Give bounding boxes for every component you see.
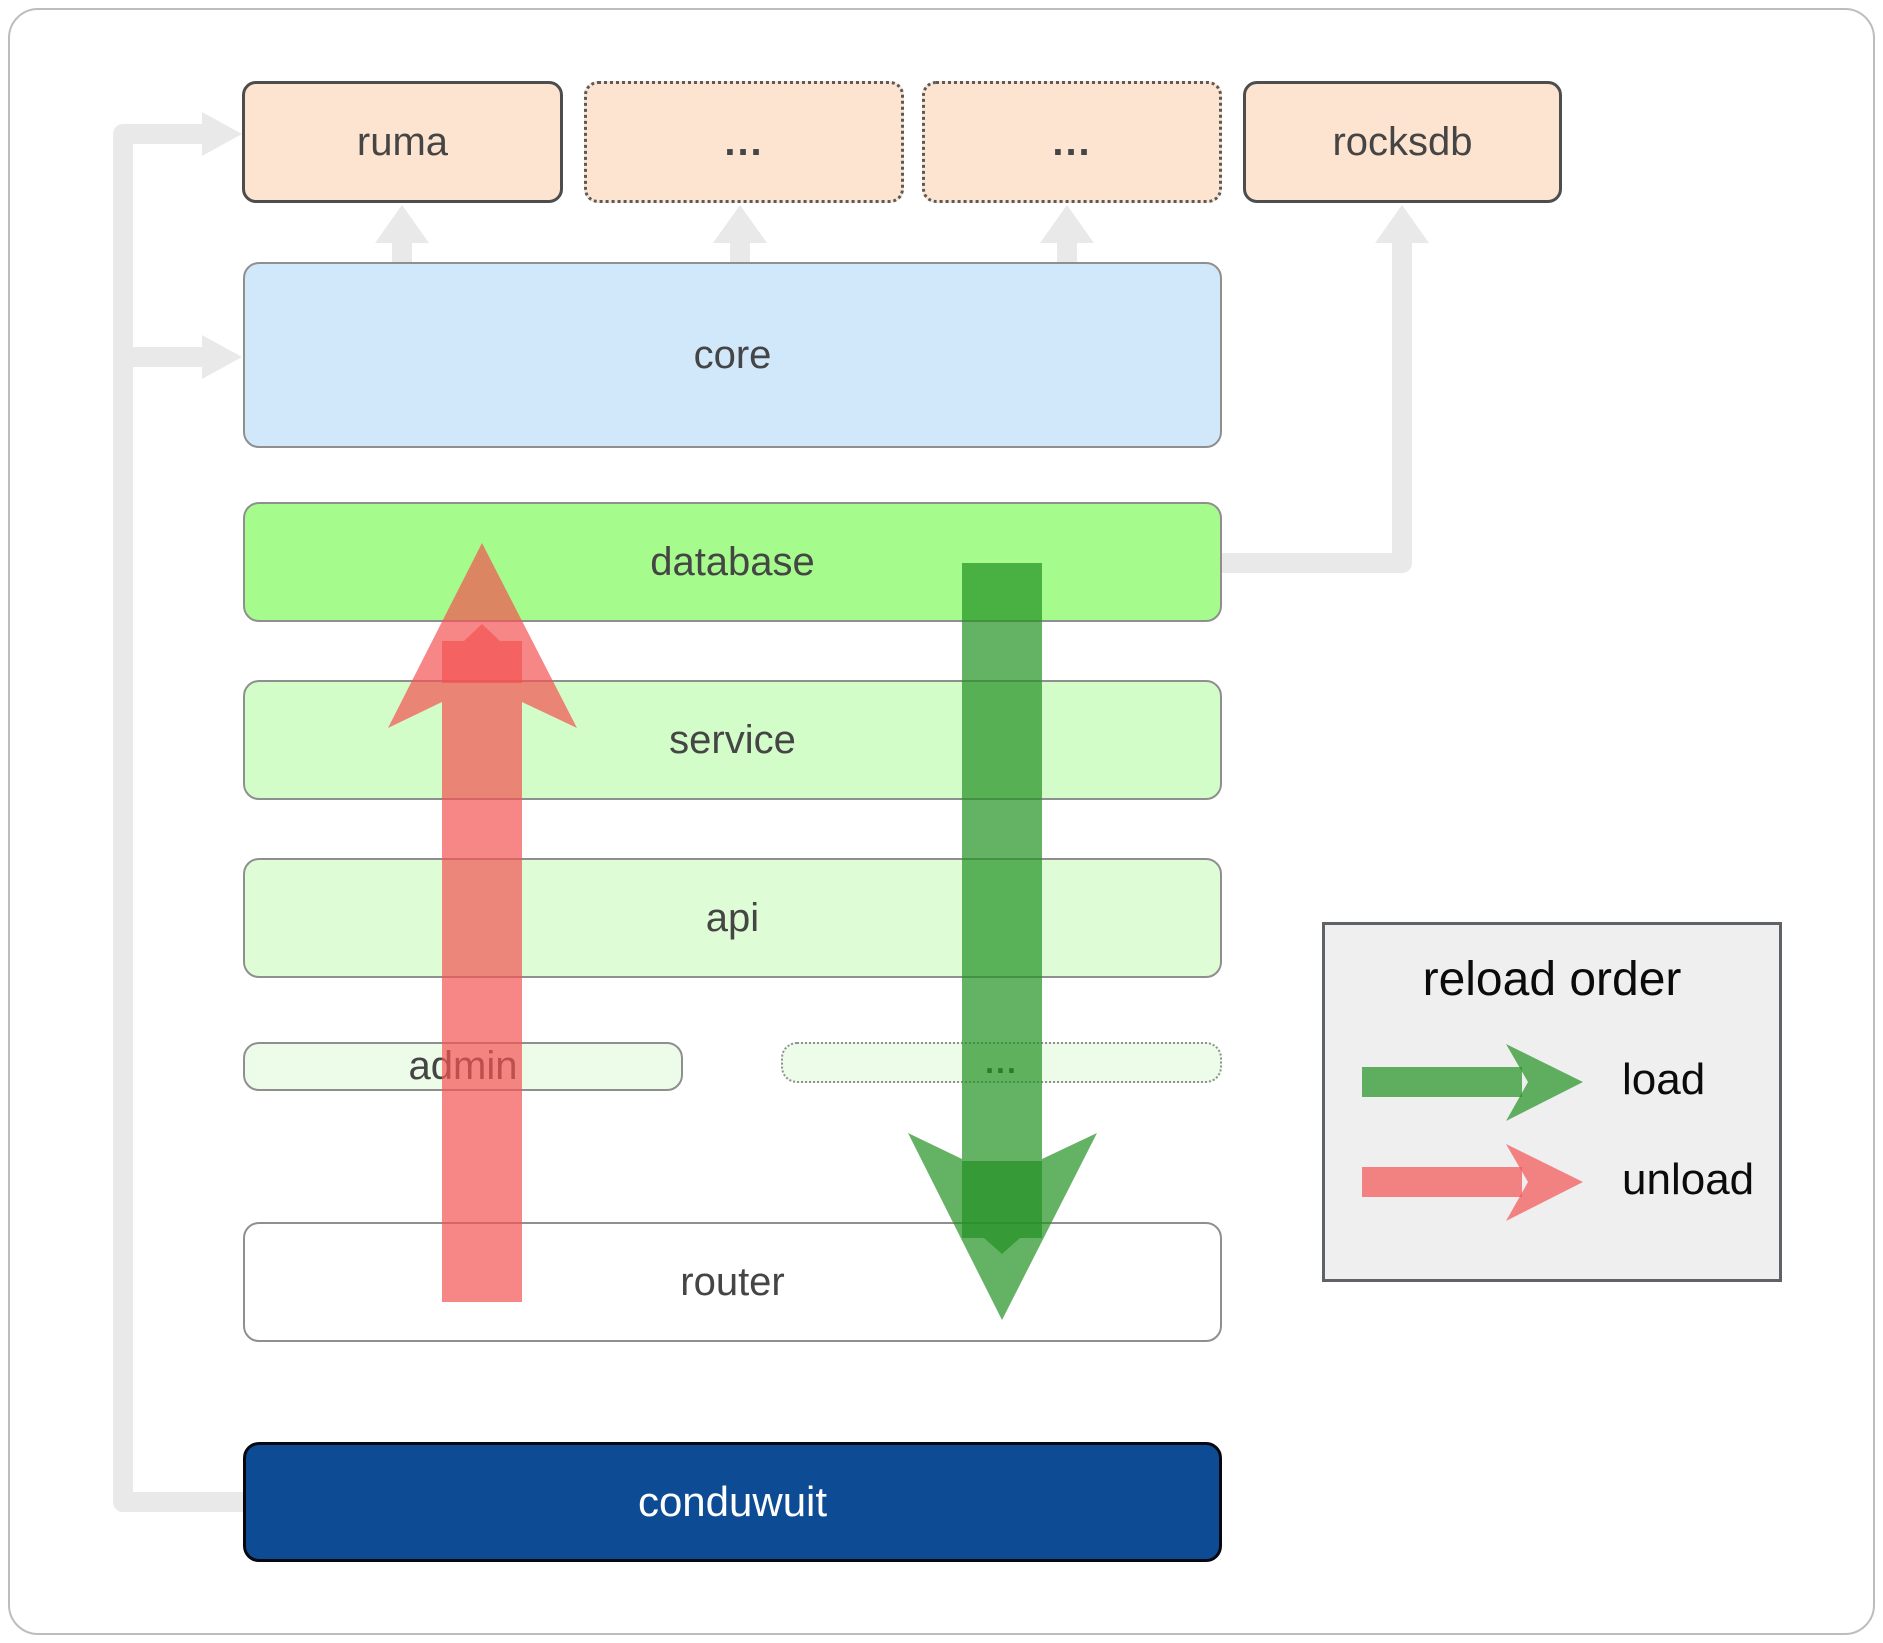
node-service-label: service [669, 717, 796, 762]
node-ruma: ruma [242, 81, 563, 203]
node-router: router [243, 1222, 1222, 1342]
node-external-2-label: ... [1052, 119, 1092, 164]
node-database-label: database [650, 539, 815, 584]
node-rocksdb-label: rocksdb [1332, 119, 1473, 164]
node-api: api [243, 858, 1222, 978]
node-service: service [243, 680, 1222, 800]
node-conduwuit: conduwuit [243, 1442, 1222, 1562]
node-rocksdb: rocksdb [1243, 81, 1562, 203]
legend-unload-label: unload [1622, 1155, 1755, 1204]
node-admin-label: admin [408, 1044, 518, 1088]
node-external-1: ... [584, 81, 904, 203]
node-external-2: ... [922, 81, 1222, 203]
node-core-label: core [693, 332, 772, 377]
node-ruma-label: ruma [356, 119, 449, 164]
node-router-label: router [680, 1259, 785, 1304]
node-database: database [243, 502, 1222, 622]
node-api-label: api [705, 895, 760, 940]
legend-title: reload order [1422, 953, 1682, 1006]
legend-load-label: load [1622, 1055, 1706, 1104]
node-more-services-label: ... [985, 1044, 1018, 1080]
node-core: core [243, 262, 1222, 448]
outer-frame [8, 8, 1875, 1635]
node-external-1-label: ... [724, 119, 764, 164]
node-conduwuit-label: conduwuit [637, 1478, 828, 1525]
node-more-services: ... [781, 1042, 1222, 1083]
node-admin: admin [243, 1042, 683, 1091]
